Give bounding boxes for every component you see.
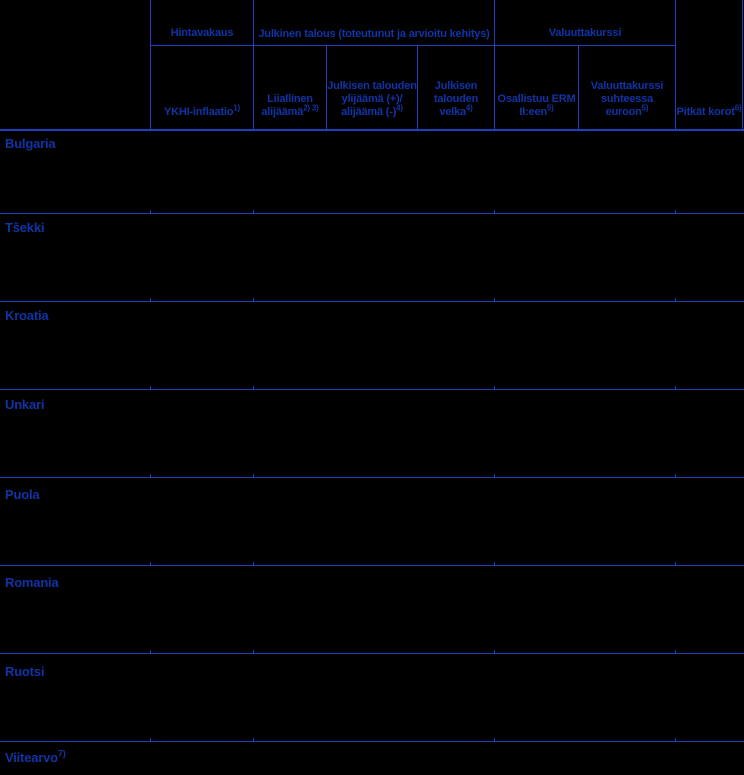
footnote-marker: 7): [57, 748, 66, 759]
column-header-valuuttakurssi-euroon: Valuuttakurssi suhteessa euroon5): [579, 45, 675, 129]
column-group-hintavakaus: Hintavakaus: [151, 0, 253, 45]
column-header-pitkat-korot: Pitkät korot6): [676, 0, 742, 129]
row-label-tsekki: Tšekki: [5, 220, 45, 235]
column-border: [150, 0, 151, 130]
row-label-romania: Romania: [5, 575, 59, 590]
table-right-border: [742, 0, 743, 130]
column-header-label: Julkisen talouden ylijäämä (+)/ alijäämä…: [327, 80, 417, 118]
row-label-ruotsi: Ruotsi: [5, 664, 45, 679]
row-separator: [0, 738, 744, 742]
column-border: [417, 45, 418, 130]
column-header-label: YKHI-inflaatio1): [163, 103, 241, 118]
column-group-label: Hintavakaus: [170, 27, 234, 39]
row-label-unkari: Unkari: [5, 397, 45, 412]
column-group-julkinen-talous: Julkinen talous (toteutunut ja arvioitu …: [254, 0, 494, 45]
header-bottom-border: [0, 129, 744, 131]
column-group-valuuttakurssi: Valuuttakurssi: [495, 0, 675, 45]
footnote-marker: 5): [546, 103, 554, 113]
column-header-liiallinen-alijaama: Liiallinen alijäämä2) 3): [254, 45, 326, 129]
row-separator: [0, 210, 744, 214]
footnote-marker: 5): [641, 103, 649, 113]
column-header-ylijaama-alijaama: Julkisen talouden ylijäämä (+)/ alijäämä…: [327, 45, 417, 129]
column-header-ykhi-inflaatio: YKHI-inflaatio1): [151, 45, 253, 129]
footnote-marker: 2) 3): [303, 103, 319, 113]
row-separator: [0, 298, 744, 302]
column-header-label: Valuuttakurssi suhteessa euroon5): [590, 80, 664, 118]
row-label-puola: Puola: [5, 487, 40, 502]
column-border: [494, 0, 495, 130]
column-header-osallistuu-erm: Osallistuu ERM II:een5): [495, 45, 578, 129]
row-separator: [0, 386, 744, 390]
column-border: [253, 0, 254, 130]
footnote-marker: 4): [465, 103, 473, 113]
footnote-marker: 4): [396, 103, 403, 113]
column-border: [326, 45, 327, 130]
footnote-marker: 1): [233, 103, 241, 113]
footnote-marker: 6): [734, 103, 742, 113]
header-row-divider: [150, 45, 676, 46]
row-separator: [0, 474, 744, 478]
column-header-label: Osallistuu ERM II:een5): [497, 93, 576, 118]
column-border: [675, 0, 676, 130]
column-header-label: Liiallinen alijäämä2) 3): [261, 93, 319, 118]
row-label-viitearvo: Viitearvo7): [5, 748, 66, 765]
row-separator: [0, 562, 744, 566]
row-label-kroatia: Kroatia: [5, 308, 49, 323]
column-group-label: Valuuttakurssi: [548, 27, 622, 39]
column-group-label: Julkinen talous (toteutunut ja arvioitu …: [258, 28, 490, 40]
column-border: [578, 45, 579, 130]
row-label-bulgaria: Bulgaria: [5, 136, 56, 151]
row-separator: [0, 650, 744, 654]
column-header-julkisen-talouden-velka: Julkisen talouden velka4): [418, 45, 494, 129]
column-header-label: Julkisen talouden velka4): [433, 80, 479, 118]
column-header-label: Pitkät korot6): [676, 103, 742, 118]
